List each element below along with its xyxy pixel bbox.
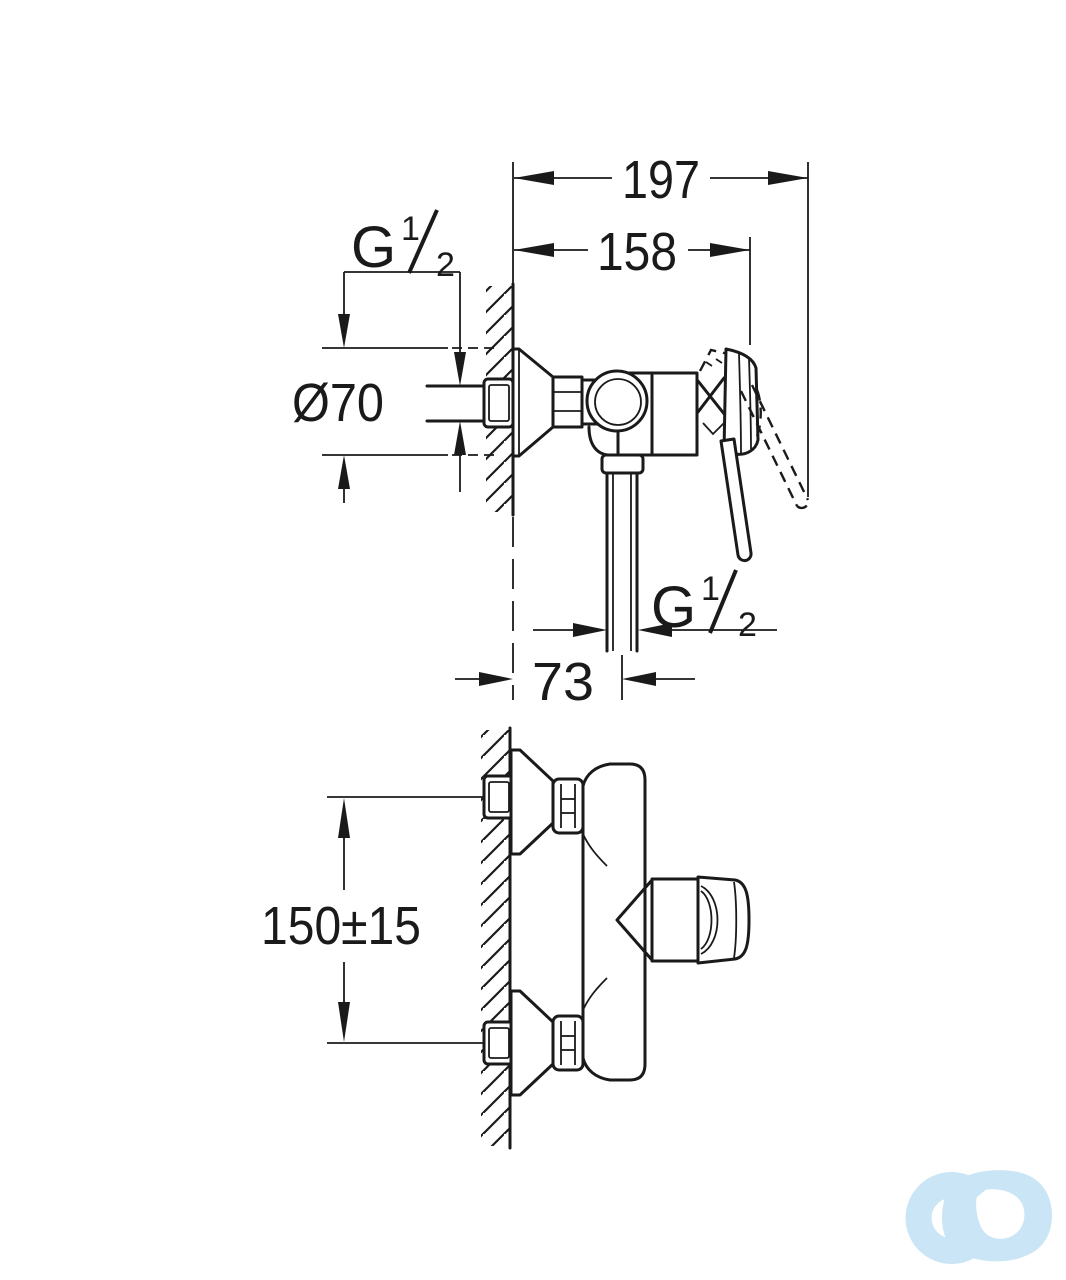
- fraction-slash: [708, 569, 738, 634]
- logo-d-shape: [942, 1170, 1052, 1262]
- valve-cap-inner-circle: [594, 378, 642, 426]
- front-view: [481, 726, 751, 1150]
- hex-nut-body: [551, 375, 584, 429]
- dimension-197: 197: [514, 150, 809, 497]
- knob-highlight-arc: [700, 890, 713, 950]
- escutcheon-front: [509, 748, 555, 856]
- dome-cap-rib: [738, 352, 742, 454]
- arrowhead-left: [514, 171, 554, 185]
- dimension-diameter-70: Ø70: [292, 314, 500, 503]
- valve-body-front: [581, 762, 647, 1082]
- arrowhead-left: [622, 672, 656, 686]
- hose-connector: [600, 453, 645, 475]
- arrowhead-up: [338, 455, 350, 489]
- arrowhead-down: [338, 1002, 350, 1042]
- arrowhead-right: [710, 243, 750, 257]
- bottom-wall-connection: [482, 989, 585, 1097]
- thread-letter: G: [351, 215, 396, 280]
- wall-section-side-view: [486, 162, 515, 700]
- arrowhead-up: [338, 798, 350, 838]
- arrowhead-left: [638, 623, 672, 637]
- handle-stem-front: [650, 877, 700, 963]
- arrowhead-right: [573, 623, 607, 637]
- handle-assembly-side: [696, 347, 810, 562]
- thread-numerator: 1: [701, 570, 720, 608]
- body-bell-flare: [582, 833, 608, 867]
- spout-cone-front: [615, 878, 654, 962]
- dimension-150: 150±15: [261, 796, 484, 1044]
- arrowhead-up: [454, 421, 466, 455]
- handle-assembly-front: [615, 875, 751, 965]
- watermark-logo: [905, 1170, 1052, 1264]
- dome-cap-alt-dashed: [755, 389, 762, 437]
- union-fitting-inner: [488, 1027, 510, 1059]
- shower-hose: [600, 453, 645, 700]
- arrowhead-down: [338, 314, 350, 348]
- arrowhead-right: [768, 171, 808, 185]
- side-view: [425, 162, 810, 700]
- dimension-g-half-wall: G 1 2: [343, 209, 466, 492]
- arrowhead-left: [514, 243, 554, 257]
- dim-150-label: 150±15: [261, 896, 421, 956]
- lever-handle-alt-dashed: [739, 384, 810, 510]
- hex-nut-front: [551, 1014, 585, 1072]
- dimension-g-half-hose: G 1 2: [533, 569, 777, 644]
- top-wall-connection: [482, 748, 585, 856]
- lever-handle: [719, 437, 753, 562]
- hex-nut-side: [551, 375, 584, 429]
- dim-158-label: 158: [597, 222, 677, 282]
- dim-73-label: 73: [532, 652, 594, 712]
- union-fitting-inner: [488, 781, 510, 813]
- knob-highlight-arc: [700, 885, 719, 955]
- wall-supply-fitting: [425, 377, 515, 429]
- thread-denominator: 2: [738, 606, 757, 644]
- handle-cone-notch: [702, 422, 725, 436]
- escutcheon-front: [509, 989, 555, 1097]
- valve-cap-outer-circle: [585, 369, 649, 433]
- hex-nut-front: [551, 777, 585, 835]
- arrowhead-down: [454, 352, 466, 386]
- dimension-158: 158: [514, 222, 751, 345]
- arrowhead-right: [479, 672, 513, 686]
- thread-denominator: 2: [436, 246, 455, 284]
- union-fitting-inner: [488, 384, 510, 422]
- dimension-73: 73: [455, 652, 695, 712]
- dim-197-label: 197: [622, 150, 700, 210]
- handle-cone-upper-edge: [696, 376, 726, 414]
- valve-body-side: [585, 369, 699, 457]
- leader-bracket: [343, 271, 461, 354]
- knob-edge-line: [733, 881, 738, 959]
- thread-numerator: 1: [401, 210, 420, 248]
- fraction-slash: [407, 209, 439, 274]
- dome-cap-rib: [748, 357, 752, 450]
- body-bell-flare: [582, 977, 608, 1011]
- dim-diameter-label: Ø70: [292, 373, 384, 433]
